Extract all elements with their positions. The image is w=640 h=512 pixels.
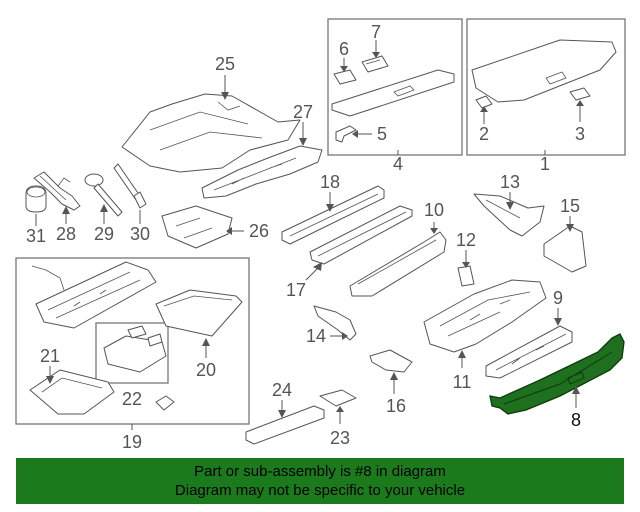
part-29-wrench[interactable] xyxy=(84,173,123,217)
callout-29: 29 xyxy=(94,224,114,244)
part-23-plate[interactable] xyxy=(319,389,357,407)
callout-6: 6 xyxy=(339,39,349,59)
part-21-floor-board[interactable] xyxy=(29,369,115,415)
callout-14: 14 xyxy=(306,326,326,346)
callout-18: 18 xyxy=(320,172,340,192)
callout-5: 5 xyxy=(377,124,387,144)
callout-13: 13 xyxy=(500,172,520,192)
callout-19: 19 xyxy=(122,432,142,452)
group-box-22 xyxy=(95,322,169,384)
part-22-clip-a[interactable] xyxy=(127,325,147,339)
part-25-front-floor[interactable] xyxy=(121,93,301,173)
callout-12: 12 xyxy=(456,230,476,250)
callout-26: 26 xyxy=(249,221,269,241)
group-box-4 xyxy=(327,18,463,156)
part-31-clip[interactable] xyxy=(25,185,47,213)
part-20-floor-board[interactable] xyxy=(155,289,243,337)
part-11-rear-floor[interactable] xyxy=(423,279,547,353)
part-16-bracket[interactable] xyxy=(369,349,413,373)
callout-11: 11 xyxy=(453,372,472,392)
part-18-rail[interactable] xyxy=(281,185,385,245)
callout-21: 21 xyxy=(40,346,60,366)
info-banner: Part or sub-assembly is #8 in diagram Di… xyxy=(16,458,624,504)
banner-line-1: Part or sub-assembly is #8 in diagram xyxy=(194,463,446,480)
part-19-strap[interactable] xyxy=(31,265,65,291)
part-15-cover[interactable] xyxy=(543,225,587,273)
part-7-cover[interactable] xyxy=(361,55,389,73)
callout-8: 8 xyxy=(571,410,581,430)
callout-1: 1 xyxy=(540,154,550,174)
group-box-1 xyxy=(466,18,626,156)
callout-25: 25 xyxy=(215,54,235,74)
callout-24: 24 xyxy=(272,380,292,400)
part-19-hook[interactable] xyxy=(155,395,175,411)
callout-4: 4 xyxy=(393,154,403,174)
callout-3: 3 xyxy=(575,124,585,144)
callout-20: 20 xyxy=(196,360,216,380)
part-5-bracket[interactable] xyxy=(335,125,357,143)
part-2-clip[interactable] xyxy=(475,95,493,109)
callout-10: 10 xyxy=(424,200,444,220)
part-28-jack[interactable] xyxy=(33,171,81,211)
part-8-sill-plate[interactable] xyxy=(489,333,625,415)
callout-2: 2 xyxy=(479,124,489,144)
callout-7: 7 xyxy=(371,22,381,42)
part-9-reinforcement[interactable] xyxy=(485,325,573,379)
part-17-panel[interactable] xyxy=(309,205,413,265)
callout-31: 31 xyxy=(26,226,46,246)
part-19-storage-tray[interactable] xyxy=(35,261,157,329)
part-26-panel[interactable] xyxy=(161,205,233,249)
part-13-bracket[interactable] xyxy=(473,193,545,237)
callout-28: 28 xyxy=(56,224,76,244)
banner-line-2: Diagram may not be specific to your vehi… xyxy=(174,482,466,499)
callout-16: 16 xyxy=(386,396,406,416)
callout-27: 27 xyxy=(293,102,313,122)
part-3-cover[interactable] xyxy=(569,87,591,101)
part-14-bracket[interactable] xyxy=(313,305,357,341)
part-1-cargo-cover[interactable] xyxy=(471,39,617,103)
part-27-floor-trim[interactable] xyxy=(201,145,323,199)
part-4-tray[interactable] xyxy=(331,69,455,117)
part-24-bar[interactable] xyxy=(245,405,325,445)
part-6-clip[interactable] xyxy=(333,69,357,85)
part-30-tool[interactable] xyxy=(113,163,147,209)
part-12-clip[interactable] xyxy=(457,265,475,287)
callout-23: 23 xyxy=(330,428,350,448)
callout-9: 9 xyxy=(553,288,563,308)
callout-22: 22 xyxy=(122,389,142,409)
callout-30: 30 xyxy=(130,224,150,244)
callout-17: 17 xyxy=(286,280,306,300)
callout-15: 15 xyxy=(560,196,580,216)
part-22-clip-b[interactable] xyxy=(147,333,163,347)
part-10-mat[interactable] xyxy=(349,231,447,297)
